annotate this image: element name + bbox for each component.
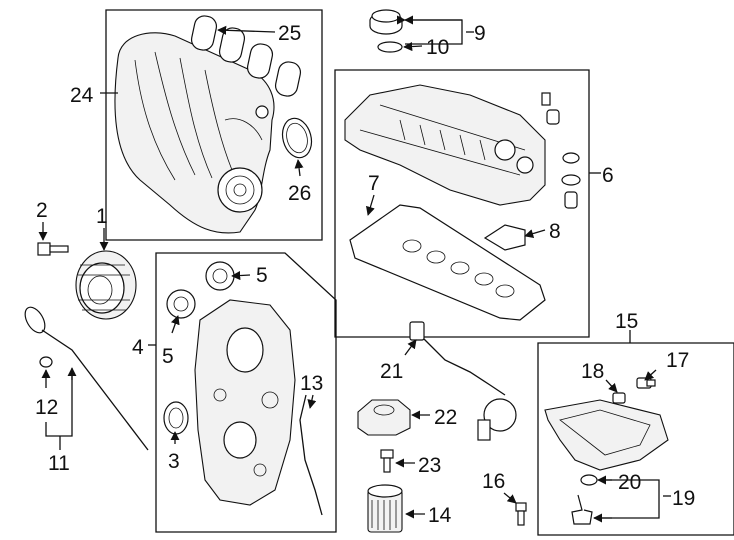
oil-filter-adapter-icon — [357, 399, 411, 436]
callout-13: 13 — [300, 372, 323, 395]
camshaft-seal-icon — [205, 261, 235, 291]
callout-6: 6 — [602, 164, 614, 187]
valve-cover-icon — [344, 84, 546, 206]
leader-lines — [38, 15, 671, 523]
pulley-bolt-icon — [37, 242, 69, 256]
callout-14: 14 — [428, 504, 452, 527]
callout-19: 19 — [672, 487, 695, 510]
drain-plug-icon — [612, 392, 626, 404]
callout-21: 21 — [380, 360, 403, 383]
pcv-parts-icon — [541, 92, 581, 209]
oil-filter-icon — [367, 484, 403, 533]
spark-plug-seals-icon — [402, 239, 515, 298]
callout-8: 8 — [549, 220, 561, 243]
callout-4: 4 — [132, 336, 144, 359]
callout-18: 18 — [581, 360, 604, 383]
callout-15: 15 — [615, 310, 638, 333]
oil-pan-icon — [544, 399, 669, 471]
callout-17: 17 — [666, 349, 689, 372]
callout-23: 23 — [418, 454, 441, 477]
intake-manifold-group-box — [105, 9, 323, 241]
callout-16: 16 — [482, 470, 505, 493]
callout-5a: 5 — [256, 264, 268, 287]
manifold-gasket-icon — [190, 15, 302, 97]
filler-cap-seal-icon — [377, 41, 403, 53]
throttle-gasket-icon — [281, 117, 313, 159]
callout-3: 3 — [168, 450, 180, 473]
oil-filler-cap-icon — [369, 9, 403, 35]
callout-1: 1 — [96, 205, 108, 228]
dipstick-tube-icon — [299, 394, 323, 516]
adapter-bolt-icon — [380, 449, 394, 473]
valve-cover-gasket-icon — [349, 204, 546, 321]
wiring-harness-icon — [409, 321, 517, 441]
timing-cover-group-box — [155, 252, 337, 533]
valve-cover-group-box — [334, 69, 590, 338]
callout-2: 2 — [36, 199, 48, 222]
callout-7: 7 — [368, 172, 380, 195]
callout-labels: 1 2 3 4 5 5 6 7 8 9 10 11 12 13 14 15 16… — [35, 22, 695, 527]
crankshaft-seal-icon — [163, 401, 189, 435]
camshaft-seal-lower-icon — [166, 289, 196, 319]
callout-11: 11 — [48, 452, 70, 475]
intake-manifold-icon — [114, 32, 275, 234]
callout-26: 26 — [288, 182, 311, 205]
callout-25: 25 — [278, 22, 301, 45]
oil-pan-group-box — [537, 342, 734, 536]
timing-cover-icon — [194, 299, 296, 506]
crankshaft-pulley-icon — [75, 250, 137, 320]
callout-22: 22 — [434, 406, 457, 429]
oil-level-sensor-icon — [571, 474, 598, 525]
callout-9: 9 — [474, 22, 486, 45]
dipstick-seal-icon — [39, 356, 53, 368]
callout-10: 10 — [426, 36, 449, 59]
callout-12: 12 — [35, 396, 58, 419]
tube-seal-gasket-icon — [483, 224, 526, 251]
callout-5b: 5 — [162, 345, 174, 368]
bolt-16-icon — [515, 502, 527, 526]
callout-24: 24 — [70, 84, 94, 107]
callout-20: 20 — [618, 471, 641, 494]
oil-dipstick-icon — [24, 306, 149, 451]
